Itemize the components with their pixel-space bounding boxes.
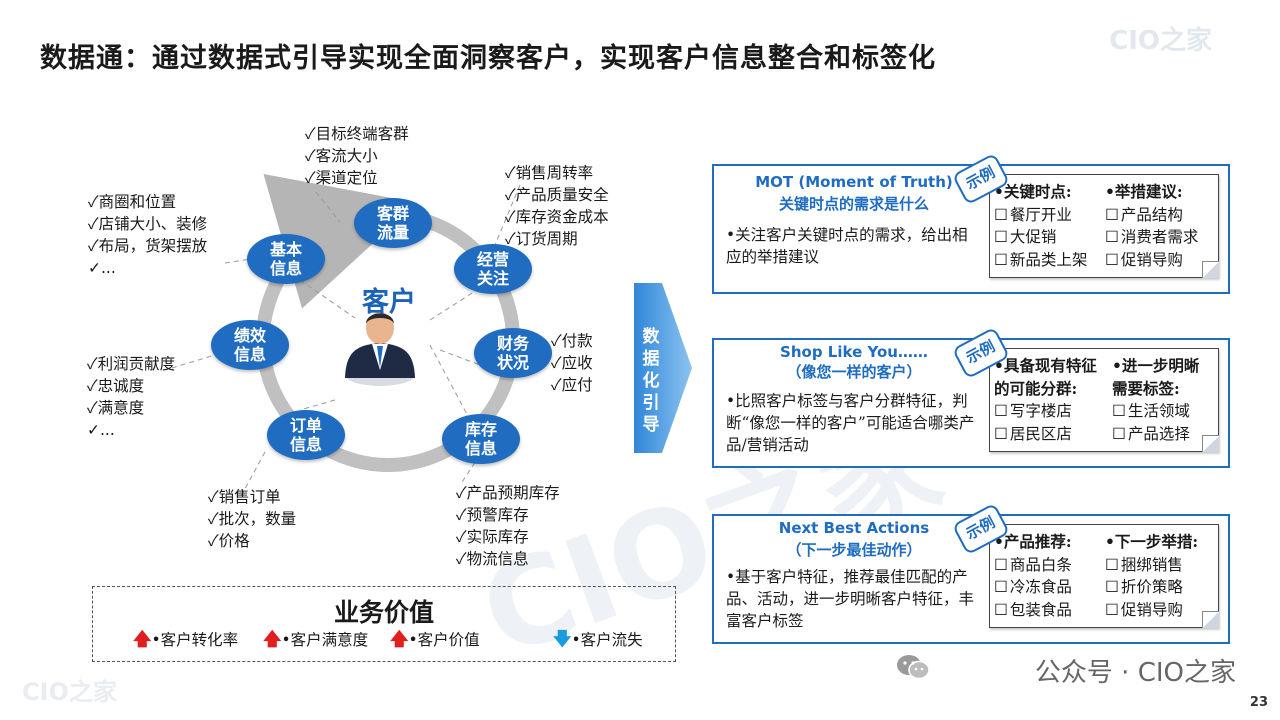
node-financial-status: 财务 状况 xyxy=(474,328,552,378)
customer-label: 客户 xyxy=(362,287,416,318)
checklist-operations: 销售周转率 产品质量安全 库存资金成本 订货周期 xyxy=(505,162,609,250)
list-item: 布局，货架摆放 xyxy=(88,235,208,257)
list-item: 店铺大小、装修 xyxy=(88,213,208,235)
checklist-orders: 销售订单 批次，数量 价格 xyxy=(208,486,297,552)
checklist-performance: 利润贡献度 忠诚度 满意度 ... xyxy=(87,353,176,441)
node-operations-focus: 经营 关注 xyxy=(454,244,532,294)
up-arrow-icon: 🡅 xyxy=(263,629,282,650)
panel-subheading: 关键时点的需求是什么 xyxy=(778,195,929,213)
page-title: 数据通：通过数据式引导实现全面洞察客户，实现客户信息整合和标签化 xyxy=(40,43,936,74)
node-basic-info: 基本 信息 xyxy=(247,234,325,284)
page-curl xyxy=(1202,611,1219,628)
node-performance-info: 绩效 信息 xyxy=(211,320,289,370)
list-item: 应收 xyxy=(551,352,593,374)
list-item: 产品预期库存 xyxy=(456,482,560,504)
list-item: 渠道定位 xyxy=(305,167,409,189)
data-guidance-arrow xyxy=(634,283,692,453)
list-item: 预警库存 xyxy=(456,504,560,526)
panel-heading: Next Best Actions xyxy=(778,519,930,537)
list-item: 目标终端客群 xyxy=(305,123,409,145)
list-item: 付款 xyxy=(551,330,593,352)
sticky-note: •具备现有特征的可能分群: 写字楼店 居民区店 •进一步明晰需要标签: 生活领域… xyxy=(989,348,1219,452)
business-value-title: 业务价值 xyxy=(333,598,434,627)
note-column-2: •下一步举措: 捆绑销售 折价策略 促销导购 xyxy=(1105,531,1198,621)
checklist-traffic: 目标终端客群 客流大小 渠道定位 xyxy=(305,123,409,189)
panel-body: •关注客户关键时点的需求，给出相应的举措建议 xyxy=(726,226,968,266)
checklist-finance: 付款 应收 应付 xyxy=(551,330,593,396)
footer-brand: 公众号 · CIO之家 xyxy=(1034,658,1236,688)
list-item: 订货周期 xyxy=(505,228,609,250)
up-arrow-icon: 🡅 xyxy=(133,629,152,650)
panel-mot: MOT (Moment of Truth) 关键时点的需求是什么 •关注客户关键… xyxy=(712,152,1230,294)
list-item: ... xyxy=(87,419,175,441)
node-customer-traffic: 客群 流量 xyxy=(354,198,432,248)
list-item: 库存资金成本 xyxy=(505,206,609,228)
sticky-note: •关键时点: 餐厅开业 大促销 新品类上架 •举措建议: 产品结构 消费者需求 … xyxy=(989,174,1219,278)
panel-heading: Shop Like You…… xyxy=(780,343,928,361)
list-item: ... xyxy=(88,257,207,279)
node-inventory-info: 库存 信息 xyxy=(442,414,520,464)
down-arrow-icon: 🡇 xyxy=(553,629,572,650)
list-item: 利润贡献度 xyxy=(87,353,176,375)
list-item: 产品质量安全 xyxy=(505,184,609,206)
note-column-2: •举措建议: 产品结构 消费者需求 促销导购 xyxy=(1105,181,1198,271)
note-column-1: •关键时点: 餐厅开业 大促销 新品类上架 xyxy=(994,181,1087,271)
list-item: 满意度 xyxy=(87,397,175,419)
node-order-info: 订单 信息 xyxy=(267,410,345,460)
panel-body: •比照客户标签与客户分群特征，判断“像您一样的客户”可能适合哪类产品/营销活动 xyxy=(726,392,975,454)
checklist-inventory: 产品预期库存 预警库存 实际库存 物流信息 xyxy=(456,482,560,570)
page-curl xyxy=(1202,261,1219,278)
checklist-basic: 商圈和位置 店铺大小、装修 布局，货架摆放 ... xyxy=(88,191,208,279)
panel-shop-like-you: Shop Like You…… （像您一样的客户） •比照客户标签与客户分群特征… xyxy=(712,326,1230,468)
list-item: 客流大小 xyxy=(305,145,409,167)
metric-customer-value: 🡅•客户价值 xyxy=(390,629,480,650)
customer-person-icon xyxy=(345,312,415,386)
metric-churn: 🡇•客户流失 xyxy=(553,629,643,650)
arrow-label: 数据化引导 xyxy=(642,327,660,435)
watermark-bottom-left: CIO之家 xyxy=(22,678,117,706)
list-item: 实际库存 xyxy=(456,526,560,548)
note-column-2: •进一步明晰需要标签: 生活领域 产品选择 xyxy=(1112,355,1214,445)
page-number: 23 xyxy=(1249,695,1268,710)
list-item: 批次，数量 xyxy=(208,508,297,530)
business-value-box: 业务价值 🡅•客户转化率 🡅•客户满意度 🡅•客户价值 🡇•客户流失 xyxy=(92,586,676,662)
list-item: 价格 xyxy=(208,530,296,552)
panel-subheading: （像您一样的客户） xyxy=(786,363,922,381)
sticky-note: •产品推荐: 商品白条 冷冻食品 包装食品 •下一步举措: 捆绑销售 折价策略 … xyxy=(989,524,1219,628)
wechat-icon xyxy=(897,655,930,680)
list-item: 销售周转率 xyxy=(505,162,609,184)
panel-subheading: （下一步最佳动作） xyxy=(786,541,922,559)
list-item: 销售订单 xyxy=(208,486,296,508)
note-column-1: •具备现有特征的可能分群: 写字楼店 居民区店 xyxy=(994,355,1106,445)
up-arrow-icon: 🡅 xyxy=(390,629,409,650)
panel-heading: MOT (Moment of Truth) xyxy=(755,173,953,191)
list-item: 应付 xyxy=(551,374,593,396)
metric-satisfaction: 🡅•客户满意度 xyxy=(263,629,369,650)
list-item: 商圈和位置 xyxy=(88,191,207,213)
list-item: 物流信息 xyxy=(456,548,560,570)
panel-body: •基于客户特征，推荐最佳匹配的产品、活动，进一步明晰客户特征，丰富客户标签 xyxy=(726,568,975,630)
list-item: 忠诚度 xyxy=(87,375,175,397)
watermark-top: CIO之家 xyxy=(1109,26,1212,56)
metric-conversion: 🡅•客户转化率 xyxy=(133,629,239,650)
page-curl xyxy=(1202,435,1219,452)
panel-next-best-actions: Next Best Actions （下一步最佳动作） •基于客户特征，推荐最佳… xyxy=(712,502,1230,644)
note-column-1: •产品推荐: 商品白条 冷冻食品 包装食品 xyxy=(994,531,1072,621)
